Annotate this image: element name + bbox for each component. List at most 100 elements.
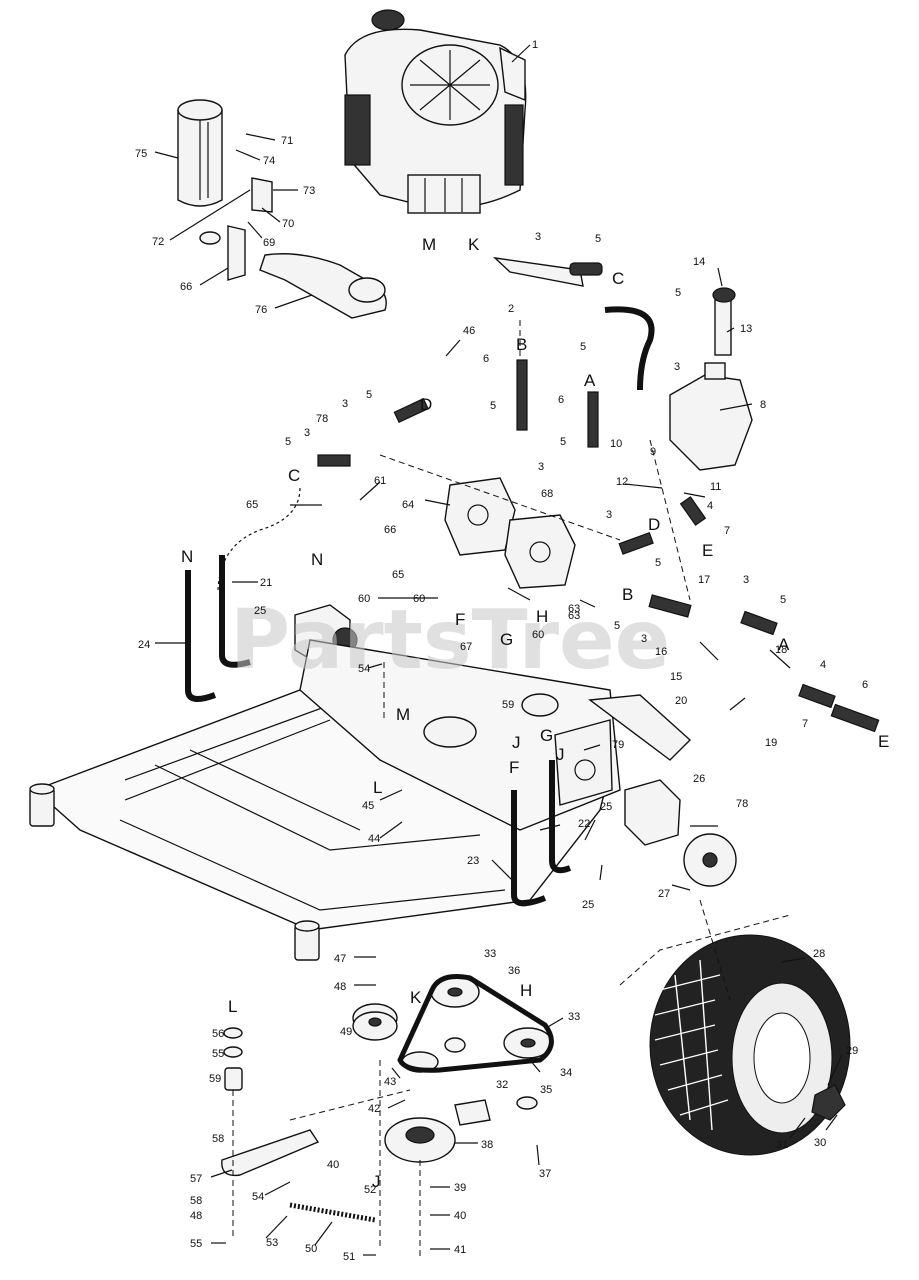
- callout-label: H: [520, 981, 532, 1000]
- callout-label: 63: [568, 603, 580, 615]
- callout-label: 36: [508, 965, 520, 977]
- callout-label: 70: [282, 218, 294, 230]
- engine-illustration: [344, 9, 527, 214]
- callout-label: 43: [384, 1076, 396, 1088]
- tire-illustration: [649, 934, 851, 1156]
- callout-label: 6: [483, 353, 489, 365]
- callout-label: M: [422, 235, 436, 254]
- callout-label: 41: [454, 1244, 466, 1256]
- callout-label: F: [509, 758, 519, 777]
- flex-hoses-illustration: [185, 555, 572, 907]
- callout-label: 73: [303, 185, 315, 197]
- callout-label: 22: [578, 818, 590, 830]
- leader-lines: [154, 44, 843, 1256]
- callout-label: 15: [670, 671, 682, 683]
- callout-label: 78: [316, 413, 328, 425]
- watermark: PartsTree: [230, 593, 670, 688]
- callout-label: M: [396, 705, 410, 724]
- frame-illustration: [29, 639, 692, 961]
- callout-label: 48: [190, 1210, 202, 1222]
- callout-label: 34: [560, 1067, 572, 1079]
- callout-label: 65: [392, 569, 404, 581]
- callout-label: 5: [490, 400, 496, 412]
- callout-label: A: [584, 371, 596, 390]
- callout-label: H: [536, 607, 548, 626]
- callout-label: 12: [616, 476, 628, 488]
- callout-label: 20: [675, 695, 687, 707]
- callout-label: 3: [342, 398, 348, 410]
- callout-label: 54: [358, 663, 370, 675]
- callout-label: 64: [402, 499, 414, 511]
- callout-label: 6: [862, 679, 868, 691]
- callout-label: B: [622, 585, 633, 604]
- callout-label: 55: [212, 1048, 224, 1060]
- callout-label: 23: [467, 855, 479, 867]
- callout-label: 5: [285, 436, 291, 448]
- callout-label: 25: [254, 605, 266, 617]
- idler-arm-illustration: [221, 1027, 421, 1260]
- callout-label: 29: [846, 1045, 858, 1057]
- callout-label: G: [540, 726, 553, 745]
- callout-label: 37: [539, 1168, 551, 1180]
- callout-label: 59: [502, 699, 514, 711]
- callout-label: 40: [327, 1159, 339, 1171]
- callout-label: 28: [813, 948, 825, 960]
- callout-label: 8: [760, 399, 766, 411]
- callout-label: 39: [454, 1182, 466, 1194]
- callout-label: 3: [674, 361, 680, 373]
- pulleys-belt-illustration: [352, 974, 554, 1163]
- callout-label: 3: [606, 509, 612, 521]
- callout-label: 5: [655, 557, 661, 569]
- callout-label: 78: [736, 798, 748, 810]
- callout-label: J: [372, 1172, 381, 1191]
- callout-label: 61: [374, 475, 386, 487]
- callout-label: 52: [364, 1184, 376, 1196]
- callout-label: 30: [814, 1137, 826, 1149]
- callout-label: 76: [255, 304, 267, 316]
- callout-label: 33: [568, 1011, 580, 1023]
- callout-label: 14: [693, 256, 705, 268]
- callout-label: 16: [655, 646, 667, 658]
- callout-label: 66: [384, 524, 396, 536]
- callout-label: B: [516, 335, 527, 354]
- callout-label: C: [288, 466, 300, 485]
- callout-label: 63: [568, 610, 580, 622]
- callout-label: 31: [776, 1139, 788, 1151]
- callout-label: 79: [612, 739, 624, 751]
- wheel-motors-illustration: [294, 604, 737, 887]
- callout-label: 42: [368, 1103, 380, 1115]
- callout-label: 5: [560, 436, 566, 448]
- callout-labels: 1 75 71 74 73 70 72 69 66 76 M K 3 5 C 2…: [135, 39, 889, 1263]
- callout-label: K: [410, 988, 422, 1007]
- callout-label: 50: [305, 1243, 317, 1255]
- callout-label: 3: [535, 231, 541, 243]
- callout-label: L: [373, 778, 382, 797]
- callout-label: 21: [260, 577, 272, 589]
- callout-label: N: [181, 547, 193, 566]
- callout-label: 60: [413, 593, 425, 605]
- callout-label: 5: [780, 594, 786, 606]
- callout-label: 1: [532, 39, 538, 51]
- callout-label: 67: [460, 641, 472, 653]
- callout-label: 54: [252, 1191, 264, 1203]
- callout-label: 58: [190, 1195, 202, 1207]
- callout-label: 75: [135, 148, 147, 160]
- callout-label: 40: [454, 1210, 466, 1222]
- callout-label: 11: [710, 481, 721, 493]
- callout-label: D: [648, 515, 660, 534]
- callout-label: J: [512, 733, 521, 752]
- callout-label: 5: [580, 341, 586, 353]
- hydraulic-hoses-illustration: [217, 256, 880, 733]
- callout-label: 59: [209, 1073, 221, 1085]
- callout-label: 38: [481, 1139, 493, 1151]
- callout-label: F: [455, 610, 465, 629]
- callout-label: G: [500, 630, 513, 649]
- callout-label: 66: [180, 281, 192, 293]
- callout-label: 5: [366, 389, 372, 401]
- callout-label: 27: [658, 888, 670, 900]
- callout-label: 19: [765, 737, 777, 749]
- callout-label: 3: [743, 574, 749, 586]
- callout-label: E: [702, 541, 713, 560]
- callout-label: 2: [508, 303, 514, 315]
- callout-label: 3: [304, 427, 310, 439]
